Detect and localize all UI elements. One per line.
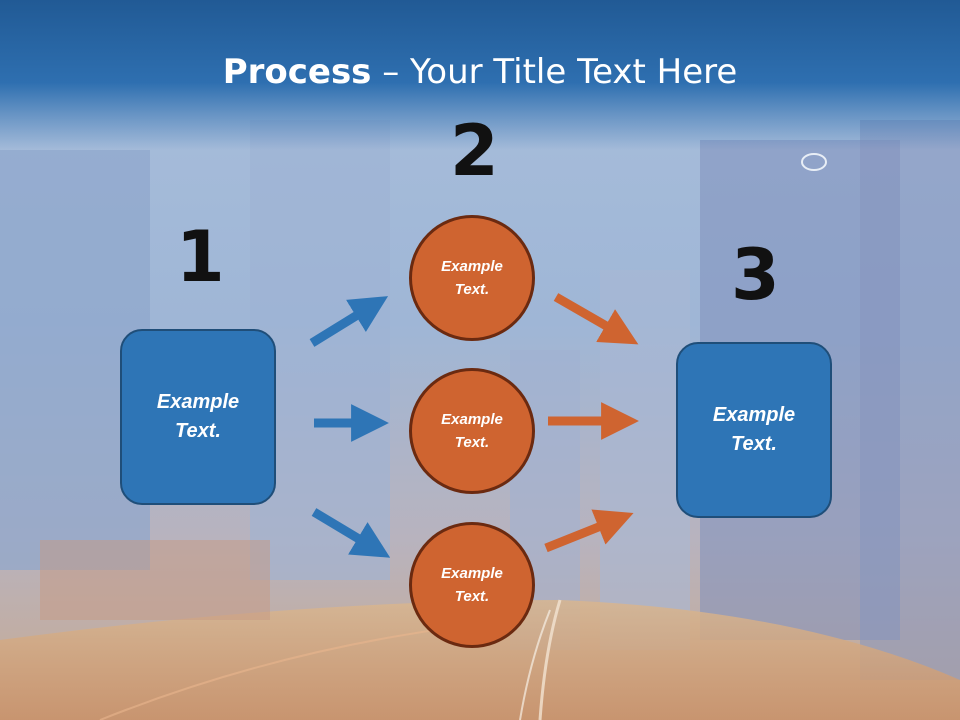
arrow-left-to-bottom	[311, 508, 391, 558]
title-rest: – Your Title Text Here	[371, 52, 738, 92]
circle-top: Example Text.	[409, 215, 535, 341]
arrow-bottom-to-right	[544, 509, 634, 553]
circle-bottom: Example Text.	[409, 522, 535, 648]
step-number-2: 2	[450, 110, 499, 192]
left-process-box: Example Text.	[120, 329, 276, 505]
arrow-top-to-right	[553, 293, 639, 345]
arrow-left-to-top	[309, 296, 389, 347]
step-number-1: 1	[176, 216, 225, 298]
title-band	[0, 0, 960, 150]
step-number-3: 3	[731, 234, 780, 316]
circle-middle: Example Text.	[409, 368, 535, 494]
title-bold: Process	[222, 52, 372, 92]
slide-title: Process – Your Title Text Here	[0, 52, 960, 92]
right-process-box: Example Text.	[676, 342, 832, 518]
